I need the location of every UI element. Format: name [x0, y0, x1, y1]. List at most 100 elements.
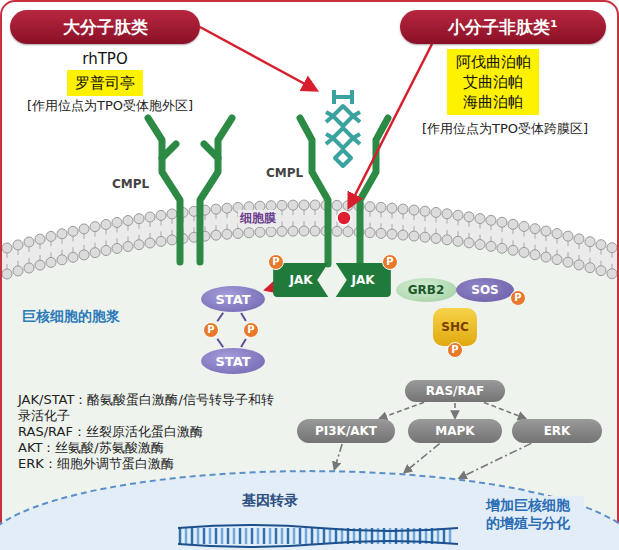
text-group: 阿伐曲泊帕艾曲泊帕海曲泊帕 [456, 52, 531, 112]
drug-name: rhTPO [82, 50, 127, 68]
phosphate-circle-text: P [247, 324, 254, 336]
receptor-cmpl [148, 118, 232, 262]
lipid-head [563, 231, 573, 241]
lipid-head [299, 226, 309, 236]
receptor-name: CMPL [112, 177, 149, 191]
receptor-cmpl [300, 118, 388, 264]
phosphate-circle: P [268, 254, 284, 270]
lipid-head [420, 232, 430, 242]
text-group: RAS/RAF [426, 384, 484, 398]
lipid-head [299, 200, 309, 210]
connector [380, 402, 425, 418]
lipid-head [365, 228, 375, 238]
phosphate-circle-text: P [451, 344, 458, 356]
receptor-chain [200, 118, 232, 262]
pointer-arrow [200, 27, 316, 90]
lipid-head [530, 224, 540, 234]
tpo-molecule [326, 112, 360, 144]
lipid-head [508, 245, 518, 255]
lipid-head [310, 200, 320, 210]
lipid-head [398, 204, 408, 214]
stat-ellipse-text: STAT [215, 354, 250, 369]
dna-base [251, 528, 254, 544]
lipid-head [541, 252, 551, 262]
lipid-head [222, 229, 232, 239]
category-banner-text: 小分子非肽类¹ [448, 16, 557, 39]
text-group: P [514, 292, 521, 304]
membrane-label: 细胞膜 [238, 210, 278, 227]
lipid-head [222, 203, 232, 213]
connector [404, 444, 439, 473]
adaptor-ellipse-text: GRB2 [408, 283, 445, 297]
lipid-head [310, 226, 320, 236]
text-group: JAK [351, 273, 374, 287]
adaptor-ellipse: SOS [456, 278, 514, 302]
lipid-head [453, 210, 463, 220]
tpo-molecule [333, 106, 353, 126]
lipid-head [57, 229, 67, 239]
lipid-head [90, 222, 100, 232]
text-group: GRB2 [408, 283, 445, 297]
connector [217, 339, 223, 347]
lipid-head [123, 242, 133, 252]
stat-ellipse-text: STAT [215, 292, 250, 307]
lipid-head [464, 212, 474, 222]
category-banner: 小分子非肽类¹ [400, 10, 606, 44]
receptor-chain [204, 144, 218, 158]
tpo-molecule [333, 128, 353, 148]
lipid-head [607, 243, 617, 253]
dna-base [203, 528, 206, 544]
dna-base [179, 528, 182, 544]
lipid-head [332, 226, 342, 236]
lipid-head [211, 204, 221, 214]
lipid-head [519, 247, 529, 257]
pathway-pill-text: MAPK [435, 424, 474, 438]
kinase-shape-text: JAK [351, 273, 374, 287]
stat-ellipse: STAT [201, 286, 265, 312]
lipid-head [46, 257, 56, 267]
lipid-head [431, 207, 441, 217]
kinase-shape-text: JAK [289, 273, 312, 287]
dna-base [317, 528, 320, 544]
lipid-head [2, 269, 12, 279]
drug-highlight: 罗普司亭 [67, 70, 143, 96]
text-group: P [207, 324, 214, 336]
lipid-head [442, 235, 452, 245]
pathway-pill-text: PI3K/AKT [315, 424, 377, 438]
connector [334, 444, 342, 469]
lipid-head [387, 203, 397, 213]
kinase-outline [273, 263, 328, 297]
connector [459, 443, 531, 478]
lipid-head [112, 217, 122, 227]
dna-base [245, 528, 248, 544]
lipid-head [486, 215, 496, 225]
dna-base [233, 528, 236, 544]
phosphate-circle-text: P [386, 256, 393, 268]
connector [266, 288, 271, 289]
connector [484, 402, 526, 418]
dna-base [449, 528, 452, 544]
adaptor-box-text: SHC [441, 320, 469, 334]
lipid-head [398, 230, 408, 240]
drug-highlight-text: 阿伐曲泊帕 [456, 52, 531, 72]
lipid-head [596, 240, 606, 250]
dna-base [239, 528, 242, 544]
connector [241, 339, 246, 347]
lipid-head [530, 250, 540, 260]
text-group: JAK [289, 273, 312, 287]
dna-base [185, 528, 188, 544]
category-banner: 大分子肽类 [10, 10, 200, 44]
adaptor-ellipse: GRB2 [396, 278, 457, 302]
dna-backbone [178, 541, 458, 547]
lipid-head [167, 209, 177, 219]
abbreviation-note: RAS/RAF：丝裂原活化蛋白激酶 [18, 424, 203, 440]
lipid-head [563, 257, 573, 267]
dna-base [299, 528, 302, 544]
receptor-chain [300, 118, 328, 264]
text-group: PI3K/AKT [315, 424, 377, 438]
text-group: P [272, 256, 279, 268]
drug-highlight: 阿伐曲泊帕艾曲泊帕海曲泊帕 [447, 49, 539, 115]
dna-base [269, 528, 272, 544]
